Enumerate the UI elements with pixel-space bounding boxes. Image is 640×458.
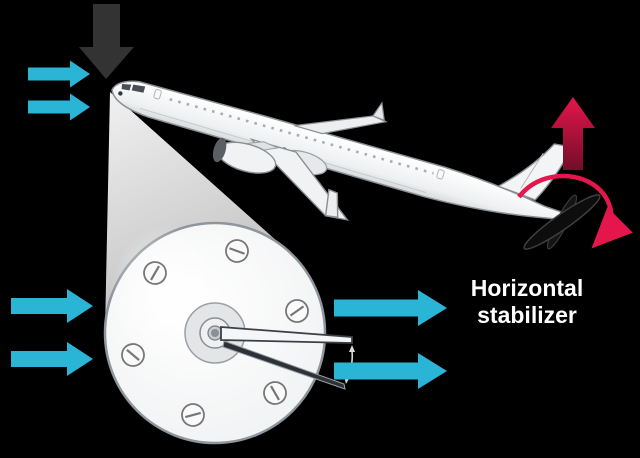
airflow-arrow-nose-2 bbox=[28, 93, 90, 121]
vane-pivot bbox=[211, 329, 219, 337]
screw bbox=[121, 343, 145, 367]
cockpit-window bbox=[131, 84, 146, 93]
lift-up-arrow bbox=[551, 97, 595, 170]
screw bbox=[143, 261, 167, 285]
aoa-sensor-magnified-view bbox=[103, 221, 355, 445]
aoa-vane-deflected bbox=[222, 340, 346, 390]
near-wing bbox=[249, 138, 349, 221]
front-door bbox=[153, 89, 162, 100]
airflow-arrow-exit-2 bbox=[334, 353, 447, 389]
rear-door bbox=[436, 169, 445, 180]
aoa-sensor-dot bbox=[118, 91, 123, 96]
airflow-arrow-nose-1 bbox=[28, 60, 90, 88]
stabilizer-label: Horizontal stabilizer bbox=[471, 275, 583, 328]
screw bbox=[181, 403, 205, 427]
far-wing bbox=[294, 101, 388, 135]
downforce-arrow bbox=[79, 4, 134, 79]
screw bbox=[285, 299, 309, 323]
airflow-arrow-sensor-1 bbox=[11, 289, 93, 323]
near-engine bbox=[212, 137, 280, 174]
cockpit-window bbox=[121, 84, 132, 91]
screw bbox=[225, 239, 249, 263]
airflow-arrow-sensor-2 bbox=[11, 342, 93, 376]
aoa-vane bbox=[220, 326, 353, 344]
stabilizer-label-line1: Horizontal bbox=[471, 275, 583, 301]
horizontal-stabilizer-blade bbox=[523, 194, 601, 250]
aircraft-illustration bbox=[111, 80, 574, 221]
airflow-arrow-exit-1 bbox=[334, 290, 447, 326]
stabilizer-rotation-arrow bbox=[517, 173, 633, 249]
screw bbox=[263, 381, 287, 405]
stabilizer-label-line2: stabilizer bbox=[477, 302, 577, 328]
passenger-windows bbox=[169, 98, 434, 175]
